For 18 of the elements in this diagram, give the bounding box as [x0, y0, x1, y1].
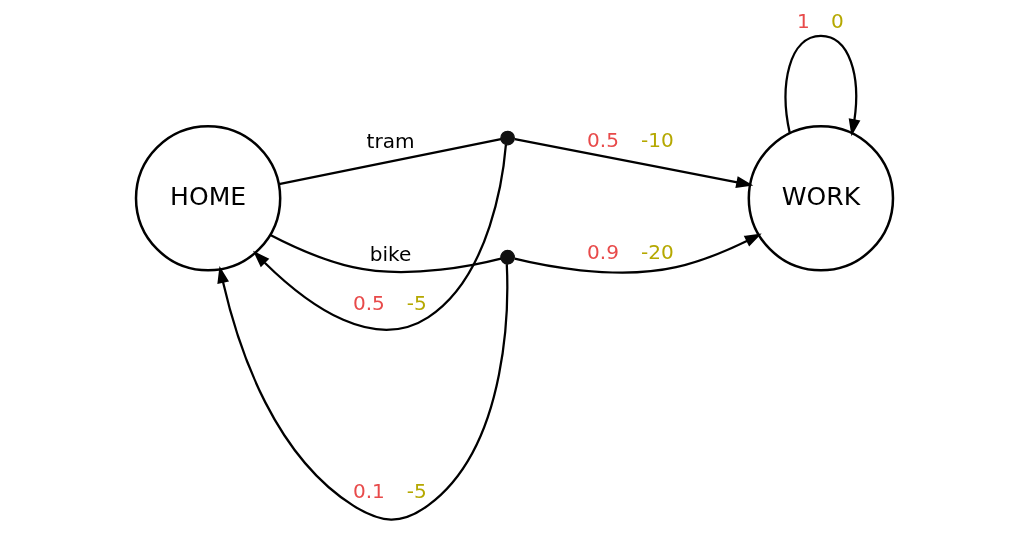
edge-label: tram — [366, 128, 415, 153]
node-circle — [500, 130, 515, 146]
edge-label: 0.5 -10 — [587, 127, 674, 152]
connector — [278, 138, 502, 186]
node-circle — [500, 249, 515, 265]
node-circle: HOME — [134, 124, 282, 272]
edge-label: 1 0 — [797, 9, 844, 34]
arrow — [253, 144, 507, 331]
edge-label: bike — [369, 241, 412, 266]
arrow — [514, 138, 754, 188]
arrow — [217, 264, 509, 521]
arrow — [784, 34, 861, 137]
edge-label: 0.9 -20 — [587, 240, 674, 265]
node-circle: WORK — [747, 124, 895, 272]
edge-label: 0.1 -5 — [352, 478, 427, 503]
connector — [269, 234, 502, 274]
arrow — [514, 233, 762, 274]
edge-label: 0.5 -5 — [352, 290, 427, 315]
